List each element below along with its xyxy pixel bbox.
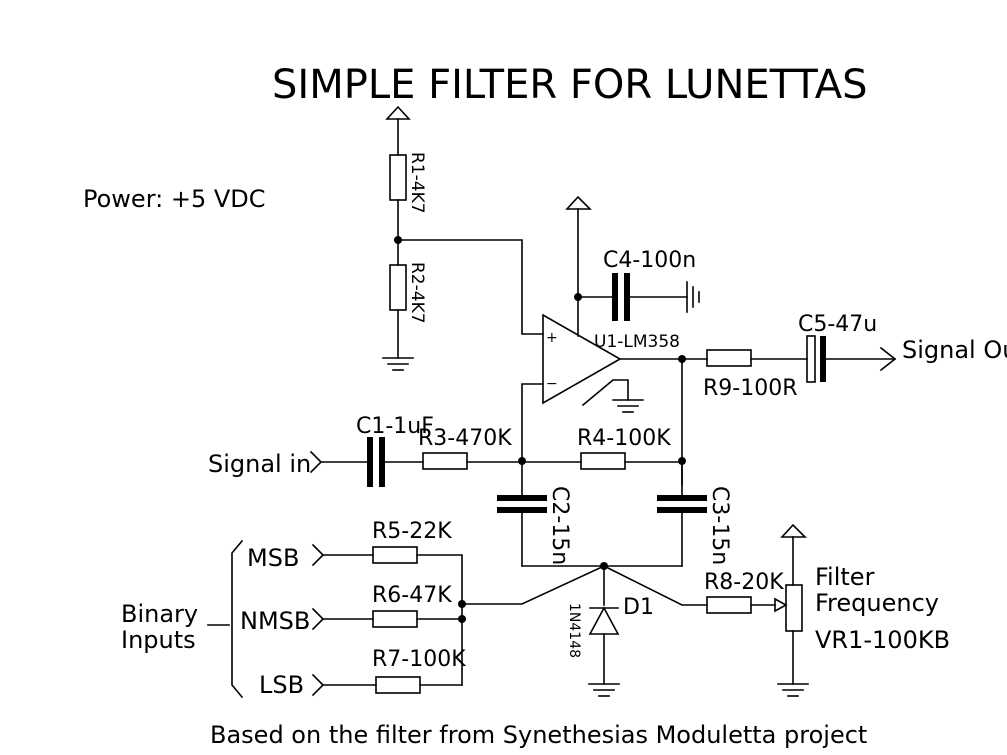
resistor-r6	[372, 610, 418, 628]
opamp-u1	[542, 313, 622, 405]
filter-label-line2: Frequency	[815, 589, 939, 617]
opamp-minus-sign: −	[546, 376, 558, 392]
d1-label: D1	[623, 595, 654, 620]
inverting-input-wire	[521, 383, 544, 462]
r1-label: R1-4K7	[407, 152, 427, 214]
msb-arrow-icon	[311, 543, 325, 567]
resistor-r7	[375, 676, 421, 694]
capacitor-c2	[497, 495, 547, 513]
c5-label: C5-47u	[798, 312, 877, 337]
bias-wire-plus	[397, 239, 544, 335]
output-arrow-icon	[879, 346, 897, 372]
schematic-title: SIMPLE FILTER FOR LUNETTAS	[272, 62, 867, 108]
c3-label: C3-15n	[707, 486, 732, 565]
supply-symbol-top-left	[385, 105, 411, 156]
supply-symbol-opamp	[565, 195, 592, 337]
lsb-arrow-icon	[311, 673, 325, 697]
resistor-r9	[706, 349, 752, 367]
ground-symbol-r2	[382, 309, 414, 371]
binary-bus-wire	[416, 554, 463, 686]
capacitor-c5	[806, 335, 826, 383]
supply-symbol-vr1	[780, 523, 807, 586]
r9-label: R9-100R	[703, 376, 798, 401]
c2-label: C2-15n	[547, 486, 572, 565]
ground-symbol-c4	[686, 281, 700, 313]
r4-label: R4-100K	[577, 426, 671, 451]
opamp-plus-sign: +	[546, 330, 558, 346]
signal-in-label: Signal in	[208, 450, 311, 478]
msb-label: MSB	[247, 544, 299, 572]
capacitor-c1	[367, 437, 385, 487]
capacitor-c4	[612, 273, 630, 321]
resistor-r8	[706, 596, 752, 614]
binary-label-line1: Binary	[121, 600, 198, 628]
nmsb-label: NMSB	[240, 607, 310, 635]
resistor-r1	[389, 154, 407, 201]
resistor-r4	[580, 452, 626, 470]
resistor-r3	[422, 452, 468, 470]
potentiometer-vr1	[785, 584, 803, 632]
control-to-binary-wire	[461, 564, 606, 605]
signal-out-label: Signal Out	[902, 336, 1007, 364]
c1-label: C1-1uF	[356, 414, 434, 439]
binary-label-line2: Inputs	[121, 626, 196, 654]
capacitor-c3	[657, 495, 707, 513]
u1-label: U1-LM358	[594, 332, 680, 352]
ground-symbol-d1	[588, 633, 620, 697]
r8-label: R8-20K	[704, 570, 784, 595]
filter-label-line1: Filter	[815, 563, 875, 591]
footer-credit: Based on the filter from Synethesias Mod…	[210, 721, 867, 749]
resistor-r2	[389, 264, 407, 311]
wiper-arrow-icon	[774, 597, 788, 613]
ground-symbol-opamp	[581, 379, 644, 413]
binary-bracket	[231, 539, 244, 699]
vr1-label: VR1-100KB	[815, 626, 950, 654]
junction-binary-out	[458, 600, 466, 608]
lsb-label: LSB	[259, 671, 304, 699]
power-note: Power: +5 VDC	[83, 185, 266, 213]
diode-d1	[588, 606, 620, 635]
r5-label: R5-22K	[372, 519, 452, 544]
ground-symbol-vr1	[777, 630, 809, 697]
d1-part-label: 1N4148	[566, 603, 582, 658]
input-arrow-icon	[309, 450, 323, 474]
control-to-r8-wire	[602, 564, 708, 606]
r6-label: R6-47K	[372, 583, 452, 608]
r2-label: R2-4K7	[407, 262, 427, 324]
r7-label: R7-100K	[372, 647, 466, 672]
junction-binary-r6	[458, 615, 466, 623]
nmsb-arrow-icon	[311, 607, 325, 631]
c4-label: C4-100n	[603, 248, 696, 273]
r3-label: R3-470K	[418, 426, 512, 451]
resistor-r5	[372, 546, 418, 564]
